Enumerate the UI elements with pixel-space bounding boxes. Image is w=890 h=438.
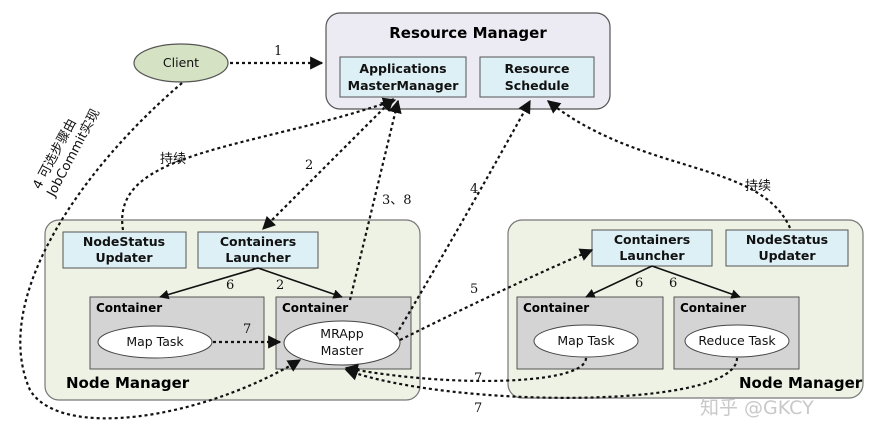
label-step6b: 6	[635, 276, 643, 291]
container-reduce-task: Container Reduce Task	[673, 296, 800, 370]
mrapp-master-line1: MRApp	[320, 326, 363, 341]
arrow-persist-right	[546, 100, 792, 229]
arrow-step3-8	[348, 99, 402, 301]
arrow-step6-left-map	[159, 267, 259, 300]
resource-schedule-box: Resource Schedule	[479, 56, 595, 98]
arrow-step6-right-reduce	[651, 265, 741, 299]
applications-master-manager-box: Applications MasterManager	[339, 56, 467, 98]
container-map-task-left: Container Map Task	[89, 296, 265, 370]
arrow-step4	[395, 99, 531, 336]
nodestatus-updater-right: NodeStatus Updater	[725, 229, 849, 267]
containers-launcher-left-line2: Launcher	[225, 250, 291, 265]
map-task-right-label: Map Task	[557, 333, 615, 348]
label-step5: 5	[470, 282, 478, 297]
label-step6a: 6	[226, 278, 234, 293]
label-step2b: 2	[276, 278, 284, 293]
arrow-step7-reduce	[344, 357, 739, 399]
nodestatus-updater-left: NodeStatus Updater	[62, 231, 187, 269]
label-step3-8: 3、8	[382, 193, 412, 208]
containers-launcher-right-line2: Launcher	[619, 248, 685, 263]
label-step7a: 7	[243, 322, 251, 337]
label-step2: 2	[305, 158, 313, 173]
arrow-step7-right-map	[344, 357, 588, 383]
containers-launcher-right-line1: Containers	[614, 232, 690, 247]
containers-launcher-left: Containers Launcher	[197, 231, 319, 269]
node-manager-left-title: Node Manager	[66, 374, 190, 392]
label-step7c: 7	[474, 401, 482, 416]
watermark: 知乎 @GKCY	[700, 397, 814, 419]
mrapp-master-line2: Master	[321, 343, 365, 358]
container-mrapp-master: Container MRApp Master	[275, 296, 412, 370]
resource-manager-title: Resource Manager	[389, 24, 547, 42]
nodestatus-updater-left-line2: Updater	[95, 250, 153, 265]
container-map-right-title: Container	[523, 301, 589, 315]
label-step6c: 6	[669, 276, 677, 291]
arrow-step2	[262, 98, 394, 230]
client-label: Client	[163, 55, 199, 70]
container-map-task-right: Container Map Task	[516, 296, 664, 370]
container-mrapp-title: Container	[282, 301, 348, 315]
containers-launcher-right: Containers Launcher	[591, 229, 713, 267]
node-manager-left: Node Manager NodeStatus Updater Containe…	[44, 219, 421, 401]
map-task-left-label: Map Task	[126, 334, 184, 349]
reduce-task-label: Reduce Task	[698, 333, 776, 348]
arrow-step2b-left-mrapp	[257, 267, 343, 299]
resource-schedule-line1: Resource	[504, 61, 569, 76]
resource-manager: Resource Manager Applications MasterMana…	[325, 12, 611, 110]
label-step4: 4	[470, 182, 478, 197]
arrows	[19, 56, 792, 420]
node-manager-right: Node Manager Containers Launcher NodeSta…	[507, 219, 864, 399]
container-reduce-title: Container	[680, 301, 746, 315]
label-persist-left: 持续	[160, 152, 186, 167]
label-persist-right: 持续	[745, 179, 771, 194]
node-manager-right-title: Node Manager	[739, 374, 863, 392]
arrow-step5	[399, 248, 594, 341]
nodestatus-updater-right-line2: Updater	[758, 248, 816, 263]
nodestatus-updater-right-line1: NodeStatus	[746, 232, 828, 247]
arrow-step6-right-map	[585, 265, 653, 298]
container-map-left-title: Container	[96, 301, 162, 315]
label-step1: 1	[274, 44, 282, 59]
containers-launcher-left-line1: Containers	[220, 234, 296, 249]
resource-schedule-line2: Schedule	[505, 78, 569, 93]
arrow-step4-optional	[19, 82, 302, 420]
label-step7b: 7	[474, 371, 482, 386]
apps-master-manager-line2: MasterManager	[348, 78, 460, 93]
apps-master-manager-line1: Applications	[359, 61, 446, 76]
nodestatus-updater-left-line1: NodeStatus	[83, 234, 165, 249]
client: Client	[133, 43, 229, 83]
label-step4-optional-note: 4 可选步骤由 JobCommit实现	[30, 107, 103, 201]
